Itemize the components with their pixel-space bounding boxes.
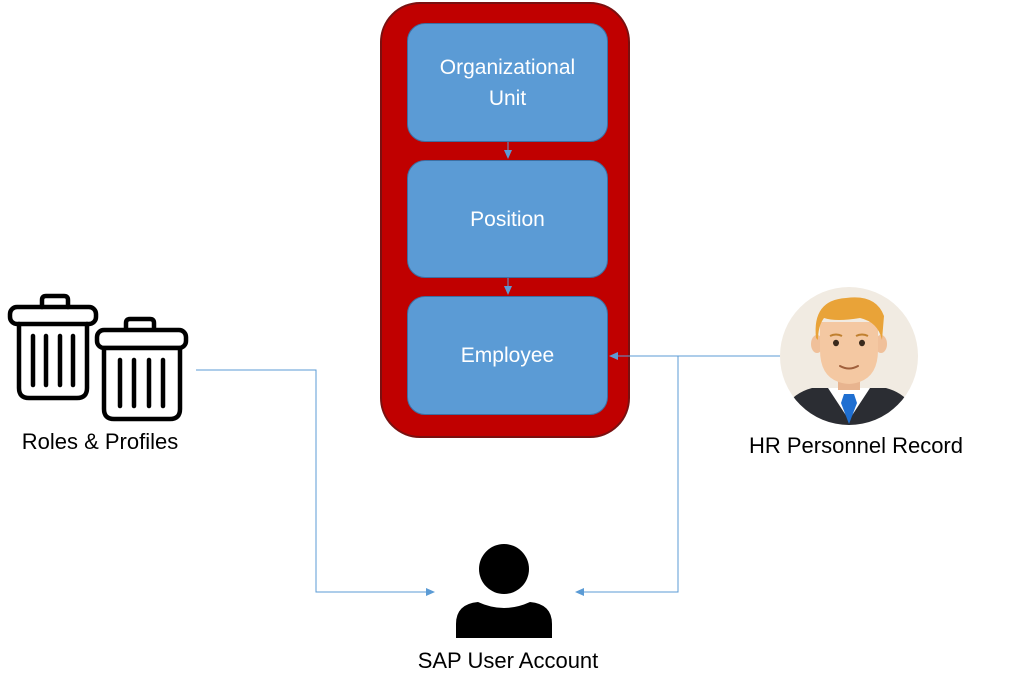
- roles-profiles-label: Roles & Profiles: [21, 429, 179, 454]
- trash-can-icon-2: [94, 316, 189, 422]
- user-silhouette-icon: [456, 544, 552, 638]
- hr-to-account-connector: [575, 356, 679, 596]
- sap-account-label: SAP User Account: [417, 648, 599, 673]
- position-label: Position: [470, 207, 545, 231]
- org-unit-box[interactable]: Organizational Unit: [407, 23, 608, 142]
- employee-label: Employee: [460, 344, 555, 367]
- trash-can-icon: [7, 293, 99, 401]
- employee-box[interactable]: Employee: [407, 296, 608, 415]
- org-unit-label: Organizational Unit: [439, 55, 576, 110]
- hr-record-label: HR Personnel Record: [749, 433, 963, 458]
- roles-to-account-connector: [196, 369, 435, 596]
- businessman-avatar-icon: [780, 287, 918, 425]
- position-box[interactable]: Position: [407, 160, 608, 278]
